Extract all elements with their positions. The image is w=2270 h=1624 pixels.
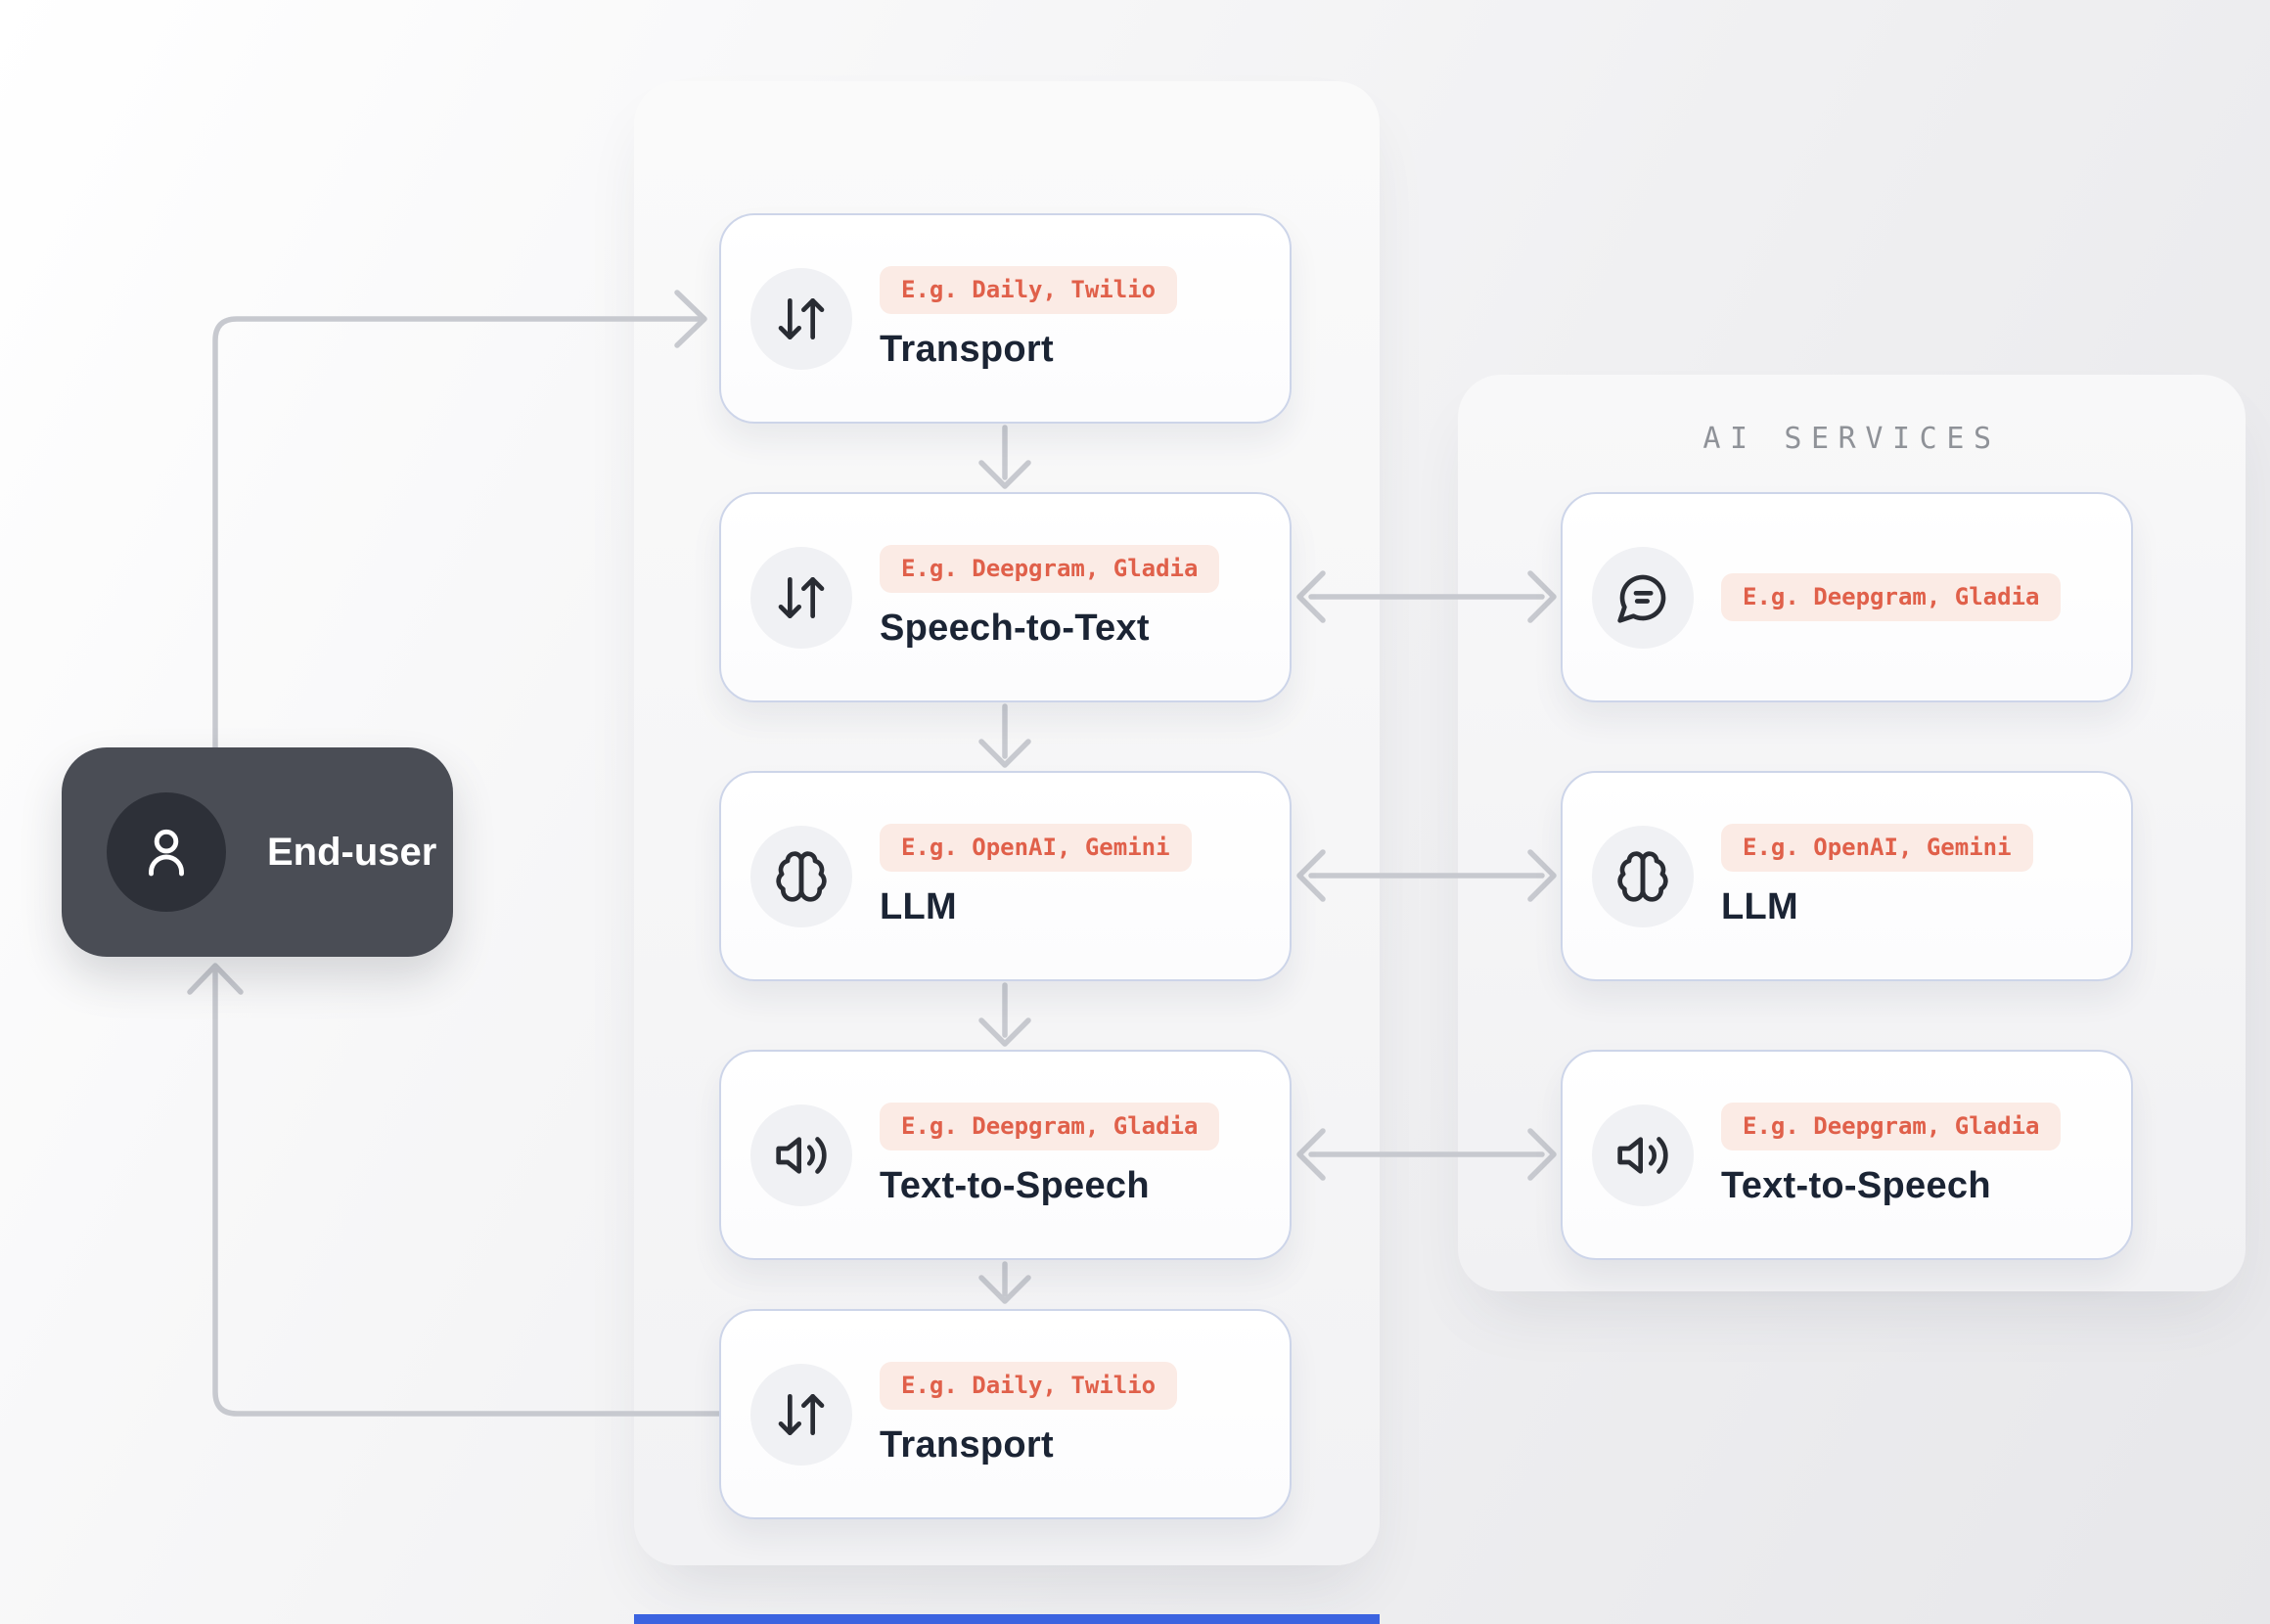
pipecat-bot-panel: PIPECAT BOT E.g. Daily, Twilio Transport… xyxy=(634,81,1380,1565)
connector-tts-ai-bidirectional xyxy=(1296,1128,1557,1181)
examples-badge: E.g. OpenAI, Gemini xyxy=(880,823,1192,873)
end-user-label: End-user xyxy=(267,830,437,874)
examples-badge: E.g. Deepgram, Gladia xyxy=(880,544,1220,594)
connector-llm-to-tts xyxy=(978,982,1031,1047)
examples-badge: E.g. Deepgram, Gladia xyxy=(1721,1102,2062,1151)
bottom-blue-strip xyxy=(634,1614,1380,1624)
arrow-down-up-icon xyxy=(750,546,852,649)
connector-stt-to-llm xyxy=(978,703,1031,768)
node-title: Text-to-Speech xyxy=(1721,1165,1991,1207)
connector-transport-to-user xyxy=(187,963,722,1417)
ai-node-llm: E.g. OpenAI, Gemini LLM xyxy=(1561,771,2133,981)
examples-badge: E.g. OpenAI, Gemini xyxy=(1721,823,2033,873)
ai-node-speech-to-text: E.g. Deepgram, Gladia xyxy=(1561,492,2133,702)
arrow-down-up-icon xyxy=(750,267,852,370)
connector-transport-to-stt xyxy=(978,425,1031,489)
ai-panel-title: AI SERVICES xyxy=(1702,422,2001,456)
speech-bubble-icon xyxy=(1592,546,1694,649)
examples-badge: E.g. Daily, Twilio xyxy=(880,265,1178,315)
ai-services-panel: AI SERVICES E.g. Deepgram, Gladia E.g. O… xyxy=(1458,375,2246,1291)
connector-tts-to-transport xyxy=(978,1261,1031,1304)
connector-user-to-transport xyxy=(212,290,707,750)
speaker-icon xyxy=(1592,1104,1694,1206)
user-icon xyxy=(107,792,226,912)
node-title: Transport xyxy=(880,1424,1054,1466)
examples-badge: E.g. Deepgram, Gladia xyxy=(880,1102,1220,1151)
node-title: Speech-to-Text xyxy=(880,608,1150,650)
node-title: Text-to-Speech xyxy=(880,1165,1150,1207)
examples-badge: E.g. Daily, Twilio xyxy=(880,1361,1178,1411)
arrow-down-up-icon xyxy=(750,1363,852,1466)
connector-stt-ai-bidirectional xyxy=(1296,570,1557,623)
brain-icon xyxy=(750,825,852,927)
end-user-node: End-user xyxy=(62,747,453,957)
node-llm: E.g. OpenAI, Gemini LLM xyxy=(719,771,1292,981)
node-title: LLM xyxy=(880,886,957,928)
node-text-to-speech: E.g. Deepgram, Gladia Text-to-Speech xyxy=(719,1050,1292,1260)
node-title: LLM xyxy=(1721,886,1798,928)
node-speech-to-text: E.g. Deepgram, Gladia Speech-to-Text xyxy=(719,492,1292,702)
speaker-icon xyxy=(750,1104,852,1206)
brain-icon xyxy=(1592,825,1694,927)
ai-node-text-to-speech: E.g. Deepgram, Gladia Text-to-Speech xyxy=(1561,1050,2133,1260)
node-transport-inbound: E.g. Daily, Twilio Transport xyxy=(719,213,1292,424)
node-transport-outbound: E.g. Daily, Twilio Transport xyxy=(719,1309,1292,1519)
node-title: Transport xyxy=(880,329,1054,371)
connector-llm-ai-bidirectional xyxy=(1296,849,1557,902)
examples-badge: E.g. Deepgram, Gladia xyxy=(1721,572,2062,622)
